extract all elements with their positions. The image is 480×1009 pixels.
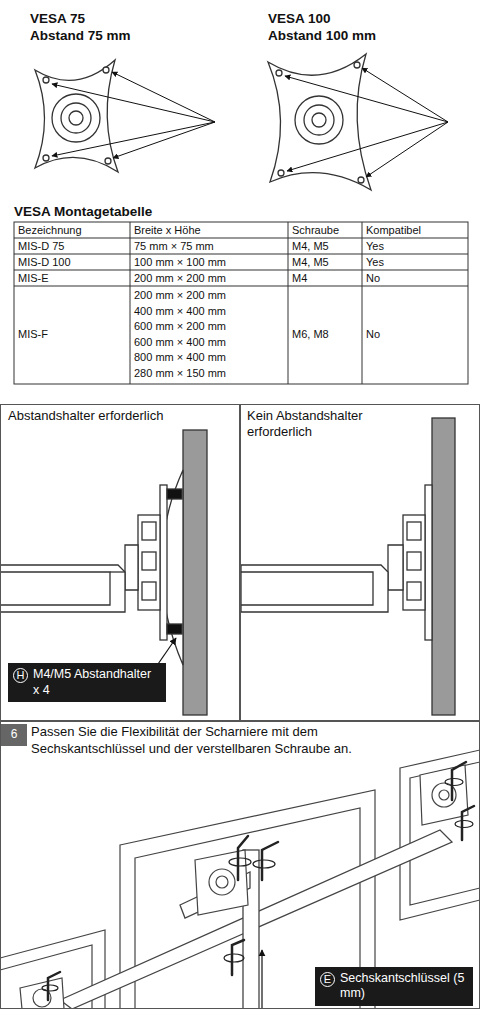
table-cell: MIS-F bbox=[18, 328, 48, 341]
table-cell: 600 mm × 400 mm bbox=[134, 336, 226, 349]
callout-text: M4/M5 Abstandhalter x 4 bbox=[33, 667, 158, 698]
table-cell: M6, M8 bbox=[292, 328, 329, 341]
panel-heading: Kein Abstandshalter erforderlich bbox=[247, 408, 422, 441]
table-cell: MIS-D 100 bbox=[18, 256, 71, 269]
table-grid bbox=[14, 222, 468, 384]
panel-heading: Abstandshalter erforderlich bbox=[8, 408, 183, 424]
table-cell: Yes bbox=[366, 240, 384, 253]
monitor-arm bbox=[241, 418, 455, 715]
vesa-plate bbox=[35, 60, 118, 172]
callout-text: Sechskantschlüssel (5 mm) bbox=[340, 971, 465, 1002]
table-cell: 280 mm × 150 mm bbox=[134, 367, 226, 380]
hinge-ring bbox=[42, 779, 473, 992]
step-number: 6 bbox=[1, 724, 27, 744]
arrow bbox=[285, 68, 448, 177]
table-cell: 200 mm × 200 mm bbox=[134, 289, 226, 302]
leader-line bbox=[261, 950, 262, 1009]
table-cell: MIS-D 75 bbox=[18, 240, 64, 253]
monitor-arm bbox=[0, 430, 207, 715]
hex-key bbox=[48, 762, 474, 1000]
vesa-heading: VESA 100 bbox=[268, 11, 331, 27]
table-header: Schraube bbox=[292, 224, 339, 237]
step-number: 6 bbox=[1, 724, 27, 746]
table-cell: M4, M5 bbox=[292, 240, 329, 253]
table-header: Bezeichnung bbox=[18, 224, 82, 237]
table-header: Breite x Höhe bbox=[134, 224, 201, 237]
spacing-label: Abstand 100 mm bbox=[268, 28, 376, 44]
panel: Abstandshalter erforderlichH M4/M5 Abstan… bbox=[0, 404, 241, 722]
callout-box: E Sechskantschlüssel (5 mm) bbox=[315, 967, 473, 1006]
panel-heading: Passen Sie die Flexibilität der Scharnie… bbox=[31, 724, 396, 758]
table-cell: No bbox=[366, 328, 380, 341]
vesa-heading: VESA 75 bbox=[30, 11, 85, 27]
table-cell: MIS-E bbox=[18, 272, 49, 285]
panel: Kein Abstandshalter erforderlich bbox=[239, 404, 480, 722]
callout-letter: E bbox=[320, 972, 335, 987]
table-cell: 400 mm × 400 mm bbox=[134, 305, 226, 318]
table-cell: No bbox=[366, 272, 380, 285]
spacing-label: Abstand 75 mm bbox=[30, 28, 131, 44]
table-cell: M4 bbox=[292, 272, 307, 285]
table-cell: 600 mm × 200 mm bbox=[134, 320, 226, 333]
table-cell: 800 mm × 400 mm bbox=[134, 351, 226, 364]
monitor-back bbox=[0, 750, 480, 1009]
table-cell: 100 mm × 100 mm bbox=[134, 256, 226, 269]
step-panel: Passen Sie die Flexibilität der Scharnie… bbox=[0, 720, 480, 1009]
table-cell: 200 mm × 200 mm bbox=[134, 272, 226, 285]
table-title: VESA Montagetabelle bbox=[14, 204, 152, 220]
table-cell: M4, M5 bbox=[292, 256, 329, 269]
arrow bbox=[52, 72, 215, 158]
callout-box: H M4/M5 Abstandhalter x 4 bbox=[8, 663, 166, 702]
table-cell: 75 mm × 75 mm bbox=[134, 240, 214, 253]
vesa-plate bbox=[268, 54, 371, 190]
table-header: Kompatibel bbox=[366, 224, 421, 237]
callout-letter: H bbox=[13, 668, 28, 683]
vesa-plate bbox=[20, 765, 468, 1009]
table-cell: Yes bbox=[366, 256, 384, 269]
